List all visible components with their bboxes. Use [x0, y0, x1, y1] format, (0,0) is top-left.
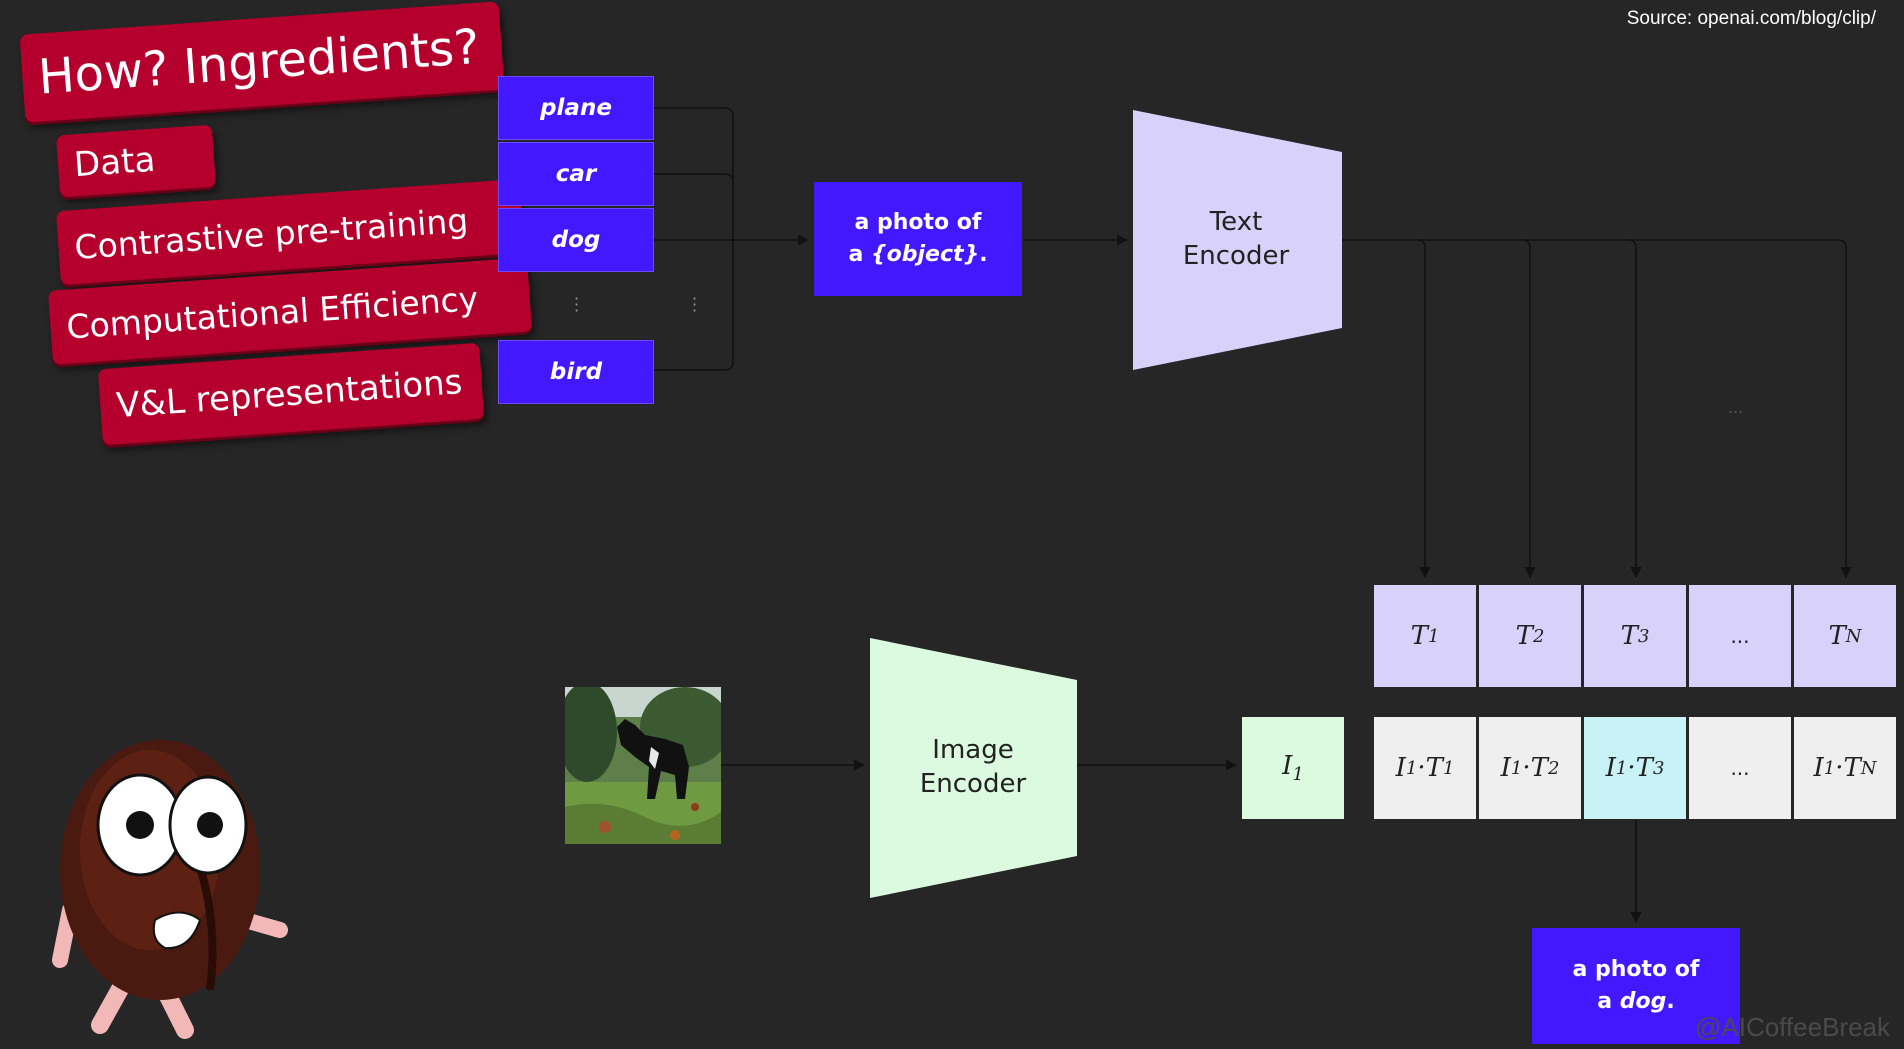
result-suffix: .: [1666, 989, 1675, 1014]
text-encoder-line2: Encoder: [1182, 241, 1290, 271]
label-text: bird: [549, 359, 603, 385]
prompt-line1: a photo of: [854, 210, 982, 235]
source-credit: Source: openai.com/blog/clip/: [1626, 8, 1876, 29]
label-box-bird: bird: [498, 340, 654, 404]
watermark: @AICoffeeBreak: [1694, 1012, 1890, 1042]
image-encoder-line1: Image: [932, 735, 1014, 765]
coffee-bean-mascot: [52, 740, 288, 1039]
image-encoder-shape: [870, 638, 1077, 898]
label-text: plane: [540, 95, 612, 121]
text-embedding-ellipsis-cell: ...: [1689, 585, 1791, 687]
vertical-dots: ···: [574, 289, 580, 320]
result-prefix: a: [1597, 989, 1620, 1014]
embedding-symbol: I1: [1282, 751, 1304, 785]
prompt-prefix: a: [848, 242, 871, 267]
image-embedding-cell: I1: [1242, 717, 1344, 819]
image-encoder-label: Image Encoder: [893, 733, 1053, 801]
label-box-plane: plane: [498, 76, 654, 140]
image-encoder-line2: Encoder: [919, 769, 1027, 799]
result-box: a photo of a dog.: [1532, 928, 1740, 1044]
result-line2: a dog.: [1532, 986, 1740, 1018]
vertical-dots: ···: [692, 289, 698, 320]
text-encoder-shape: [1133, 110, 1342, 370]
label-box-dog: dog: [498, 208, 654, 272]
result-object: dog: [1619, 989, 1667, 1014]
dog-photo: [565, 687, 721, 844]
stray-ellipsis: ...: [1728, 398, 1744, 417]
prompt-template-box: a photo of a {object}.: [814, 182, 1022, 296]
label-text: dog: [551, 227, 601, 253]
prompt-line2: a {object}.: [814, 239, 1022, 271]
similarity-ellipsis-cell: ...: [1689, 717, 1791, 819]
label-text: car: [555, 161, 597, 187]
text-encoder-label: Text Encoder: [1156, 205, 1316, 273]
prompt-object: {object}: [870, 242, 980, 267]
result-line1: a photo of: [1572, 957, 1700, 982]
label-box-car: car: [498, 142, 654, 206]
prompt-suffix: .: [979, 242, 988, 267]
text-encoder-line1: Text: [1209, 207, 1263, 237]
